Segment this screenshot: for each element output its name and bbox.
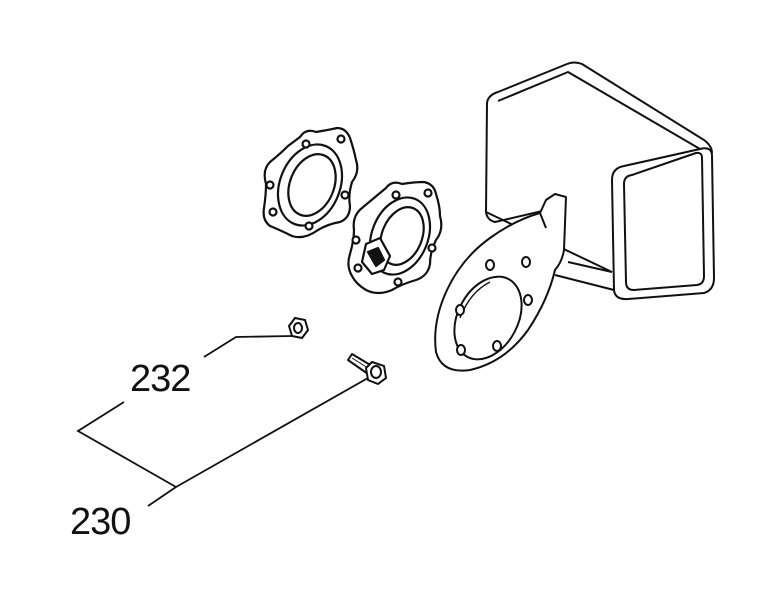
callout-232: 232: [130, 358, 191, 400]
bearing-flange-rear: [262, 126, 359, 239]
receiver-tube: [485, 61, 715, 301]
leader-230: [147, 486, 177, 507]
mounting-plate: [434, 193, 567, 372]
leader-lines: [76, 335, 369, 507]
leader-230-bracket: [76, 377, 369, 489]
callout-230: 230: [70, 501, 131, 543]
bearing-flange-front: [347, 180, 443, 295]
bolt-part: [347, 353, 387, 385]
leader-232: [203, 335, 293, 358]
nut-part: [287, 316, 310, 340]
